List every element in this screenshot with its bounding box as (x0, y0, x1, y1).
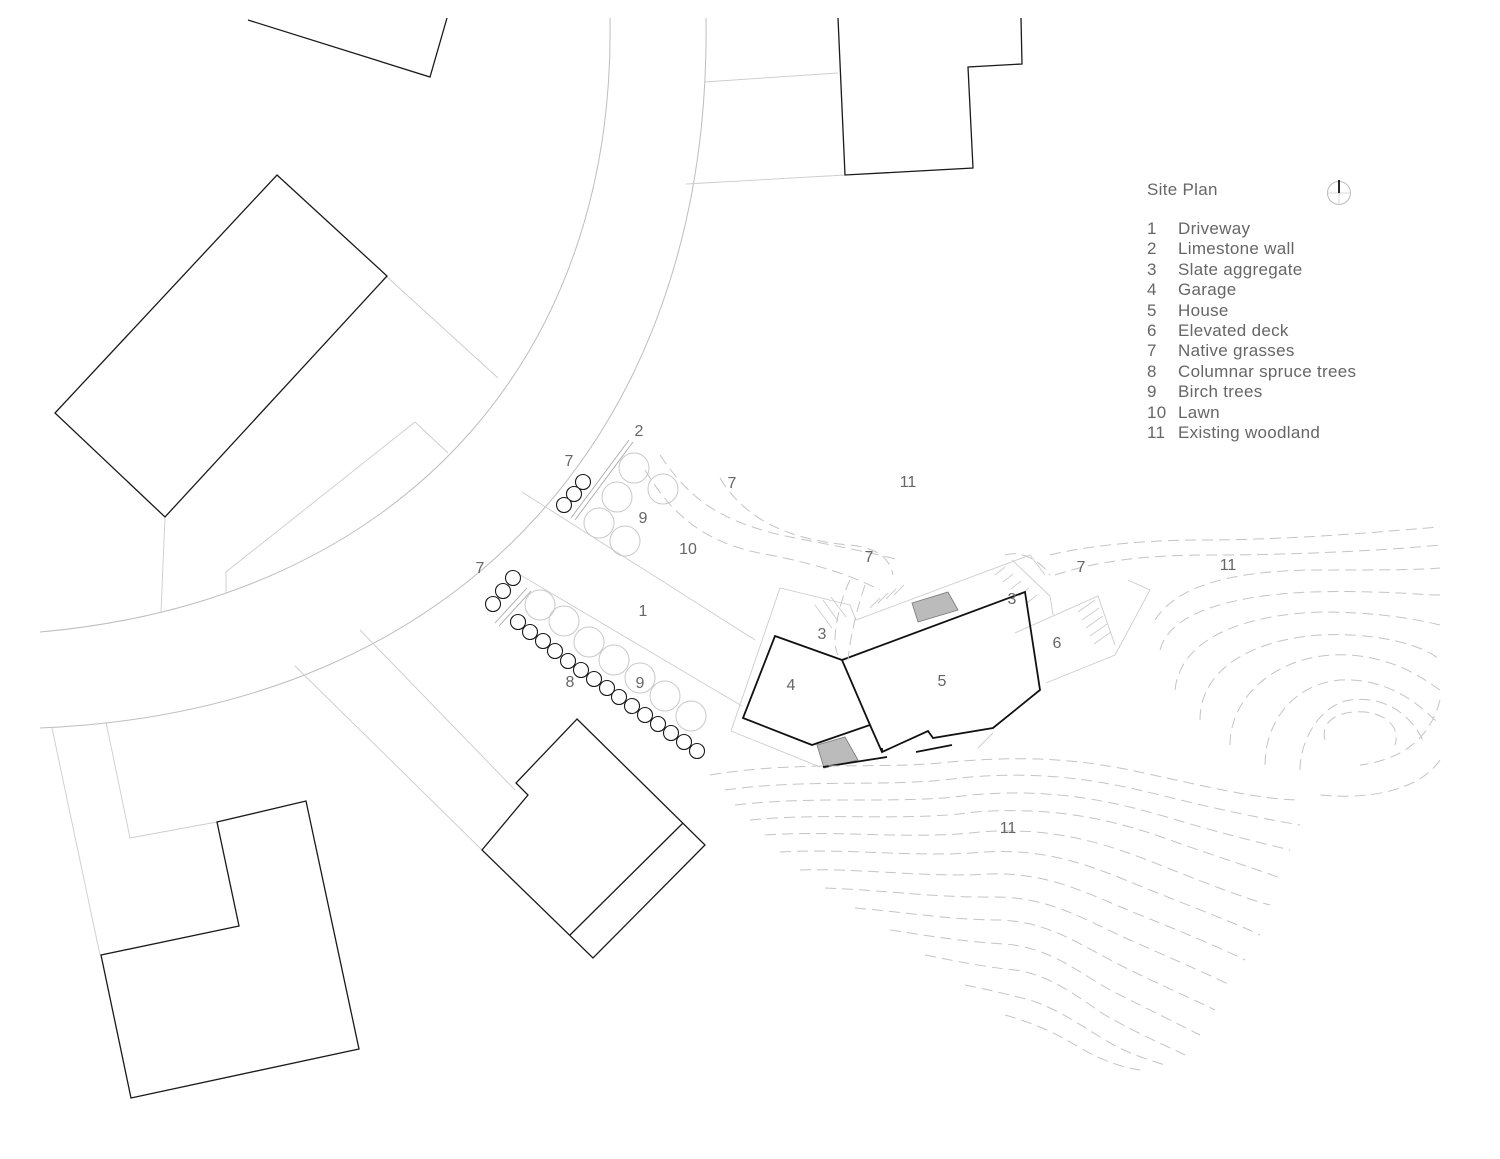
legend-item: 8 Columnar spruce trees (1147, 362, 1447, 382)
legend-item-number: 4 (1147, 280, 1157, 300)
legend-item-label: Native grasses (1178, 341, 1295, 361)
legend-item-number: 5 (1147, 300, 1157, 320)
tag-birch-trees-a: 9 (639, 510, 648, 527)
plan-tags: 1 2 3 3 4 5 6 7 7 7 7 7 8 9 9 10 11 11 1… (476, 423, 1237, 837)
neighbour-building-left (54, 174, 388, 518)
legend-item-label: Limestone wall (1178, 239, 1295, 259)
spruce-trees (484, 473, 706, 760)
legend-item: 11 Existing woodland (1147, 423, 1447, 443)
legend-item-number: 1 (1147, 219, 1157, 238)
legend-item-label: Elevated deck (1178, 320, 1289, 340)
road-outer-edge (39, 17, 707, 729)
legend-item-number: 11 (1147, 422, 1166, 442)
tag-woodland-c: 11 (1000, 820, 1017, 837)
tag-native-grasses-b: 7 (728, 475, 737, 492)
legend-item-number: 8 (1147, 361, 1157, 381)
legend-item-number: 3 (1147, 259, 1157, 279)
tag-slate-aggregate-a: 3 (818, 626, 827, 643)
steps-house (915, 744, 953, 753)
neighbour-building-bottom-left (100, 800, 360, 1099)
tag-native-grasses-a: 7 (565, 453, 574, 470)
birch-trees (524, 452, 707, 732)
legend-item-label: Existing woodland (1178, 422, 1321, 442)
tag-elevated-deck: 6 (1053, 635, 1062, 652)
tag-birch-trees-b: 9 (636, 675, 645, 692)
legend-item-label: Slate aggregate (1178, 259, 1303, 279)
legend-item: 9 Birch trees (1147, 382, 1447, 402)
legend-item: 10 Lawn (1147, 403, 1447, 423)
legend-item-label: Birch trees (1178, 382, 1263, 402)
hatched-entry-garage (816, 736, 859, 769)
neighbour-building-top-right (837, 17, 1023, 176)
legend-title: Site Plan (1147, 180, 1218, 199)
tag-slate-aggregate-b: 3 (1008, 591, 1017, 608)
limestone-walls (494, 439, 634, 627)
main-house (741, 590, 1041, 769)
tag-native-grasses-e: 7 (1077, 559, 1086, 576)
legend-item: 4 Garage (1147, 280, 1447, 300)
legend-item-label: Lawn (1178, 402, 1220, 422)
tag-driveway: 1 (639, 603, 648, 620)
neighbour-building-bottom-center (481, 718, 706, 959)
legend-item-label: House (1178, 300, 1229, 320)
terrace-outline (730, 554, 1151, 768)
legend-item: 3 Slate aggregate (1147, 260, 1447, 280)
legend-item-number: 2 (1147, 239, 1157, 259)
tag-woodland-b: 11 (1220, 557, 1237, 574)
tag-lawn: 10 (679, 541, 697, 558)
woodland-contours (644, 454, 1441, 1071)
lot-lines (51, 72, 846, 956)
tag-limestone-wall: 2 (635, 423, 644, 440)
legend-item-number: 7 (1147, 341, 1157, 361)
legend-item: 2 Limestone wall (1147, 239, 1447, 259)
legend-item: 1 Driveway (1147, 219, 1447, 239)
tag-native-grasses-d: 7 (865, 549, 874, 566)
legend-item-number: 10 (1147, 402, 1167, 422)
legend-item-label: Columnar spruce trees (1178, 361, 1357, 381)
neighbour-building-bottom-center-divider (569, 822, 684, 936)
road (39, 17, 707, 729)
neighbour-building-top (247, 17, 448, 78)
legend-item-label: Garage (1178, 280, 1237, 300)
legend-item: 5 House (1147, 301, 1447, 321)
legend-item-label: Driveway (1178, 219, 1251, 238)
legend-item-number: 9 (1147, 382, 1157, 402)
house-outline (841, 590, 1041, 754)
neighbour-buildings (54, 17, 1023, 1099)
tag-woodland-a: 11 (900, 474, 917, 491)
hatched-entry-house (911, 591, 959, 623)
tag-native-grasses-c: 7 (476, 560, 485, 577)
garage-outline (741, 634, 872, 746)
legend-item-number: 6 (1147, 320, 1157, 340)
road-inner-edge (39, 17, 611, 633)
legend-item: 7 Native grasses (1147, 341, 1447, 361)
steps-garage (822, 756, 888, 768)
tag-garage: 4 (787, 677, 796, 694)
legend-item: 6 Elevated deck (1147, 321, 1447, 341)
tag-house: 5 (938, 673, 947, 690)
tag-spruce-trees: 8 (566, 674, 575, 691)
north-arrow-icon (1327, 180, 1351, 205)
legend: Site Plan 1 Driveway 2 Limestone wall 3 Sla… (1147, 180, 1447, 443)
